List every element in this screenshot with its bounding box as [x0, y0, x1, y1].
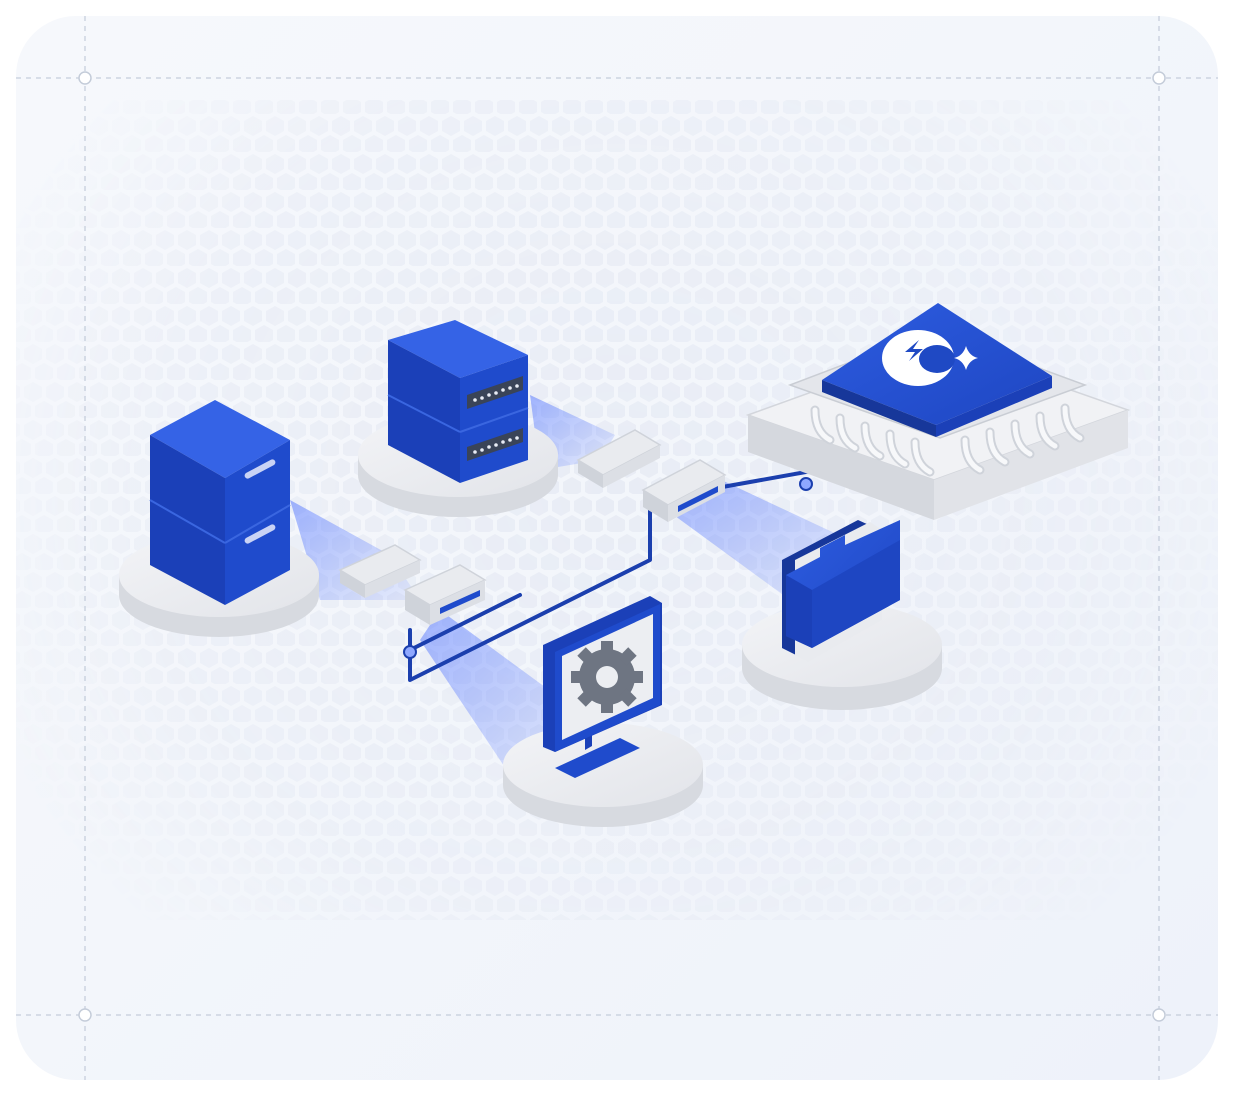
usb-connector	[338, 544, 487, 625]
server-icon	[387, 320, 529, 483]
guide-corner-dots	[78, 71, 1166, 1022]
wire-node	[799, 477, 813, 491]
usb-connector	[576, 429, 727, 522]
wire-node	[403, 645, 417, 659]
monitor-gear-icon	[543, 596, 662, 778]
folder-icon	[782, 520, 900, 662]
platform-monitor	[503, 723, 703, 827]
guide-lines	[16, 16, 1218, 1080]
gear-icon	[571, 641, 643, 713]
cpu-chip-icon	[745, 303, 1131, 520]
filing-cabinet-icon	[149, 400, 291, 605]
ai-spark-icon	[882, 330, 978, 386]
